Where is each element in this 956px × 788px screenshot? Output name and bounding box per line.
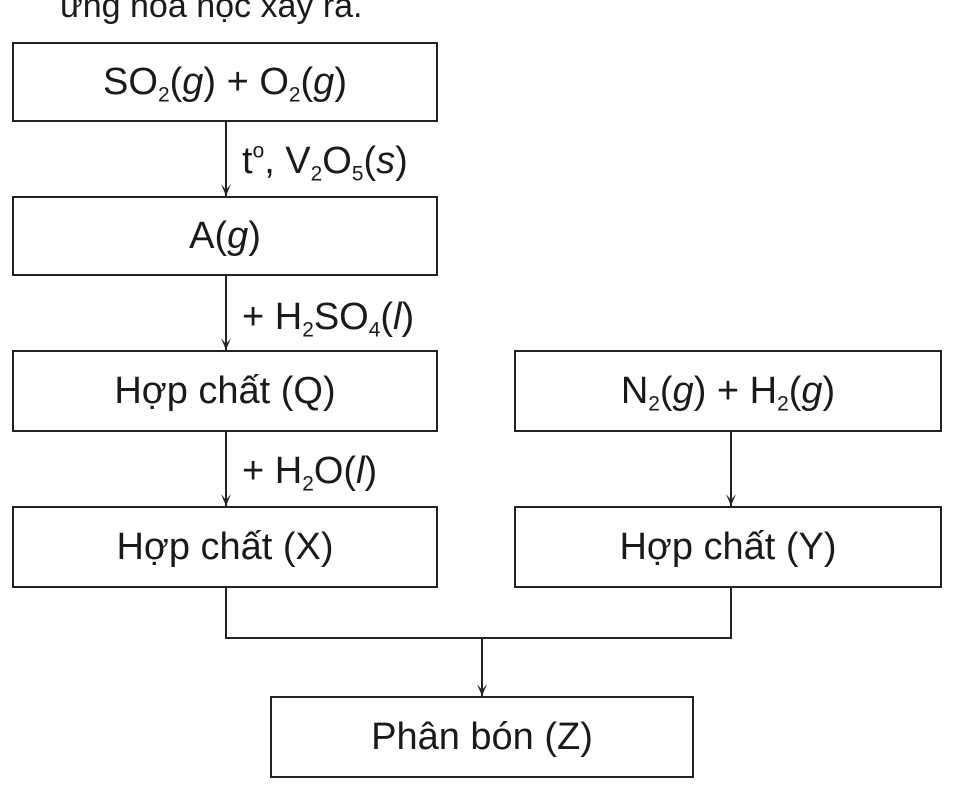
header-text: ứng hoá học xảy ra.: [60, 0, 363, 25]
node-y-label: Hợp chất (Y): [619, 525, 837, 568]
node-x-label: Hợp chất (X): [116, 525, 334, 568]
node-q-label: Hợp chất (Q): [114, 369, 336, 412]
merge-line: [225, 588, 732, 639]
node-n2-h2-formula: N2(g) + H2(g): [620, 369, 836, 415]
node-a-formula: A(g): [189, 214, 261, 257]
node-n2-h2: N2(g) + H2(g): [514, 350, 942, 432]
node-z-label: Phân bón (Z): [371, 715, 593, 758]
node-a: A(g): [12, 196, 438, 276]
node-y: Hợp chất (Y): [514, 506, 942, 588]
edge-label-catalyst: to, V2O5(s): [242, 139, 408, 186]
node-x: Hợp chất (X): [12, 506, 438, 588]
node-so2-o2: SO2(g) + O2(g): [12, 42, 438, 122]
node-so2-o2-formula: SO2(g) + O2(g): [103, 60, 347, 106]
node-z: Phân bón (Z): [270, 696, 694, 778]
edge-label-h2so4: + H2SO4(l): [242, 296, 415, 342]
edge-label-h2o: + H2O(l): [242, 450, 378, 496]
node-q: Hợp chất (Q): [12, 350, 438, 432]
